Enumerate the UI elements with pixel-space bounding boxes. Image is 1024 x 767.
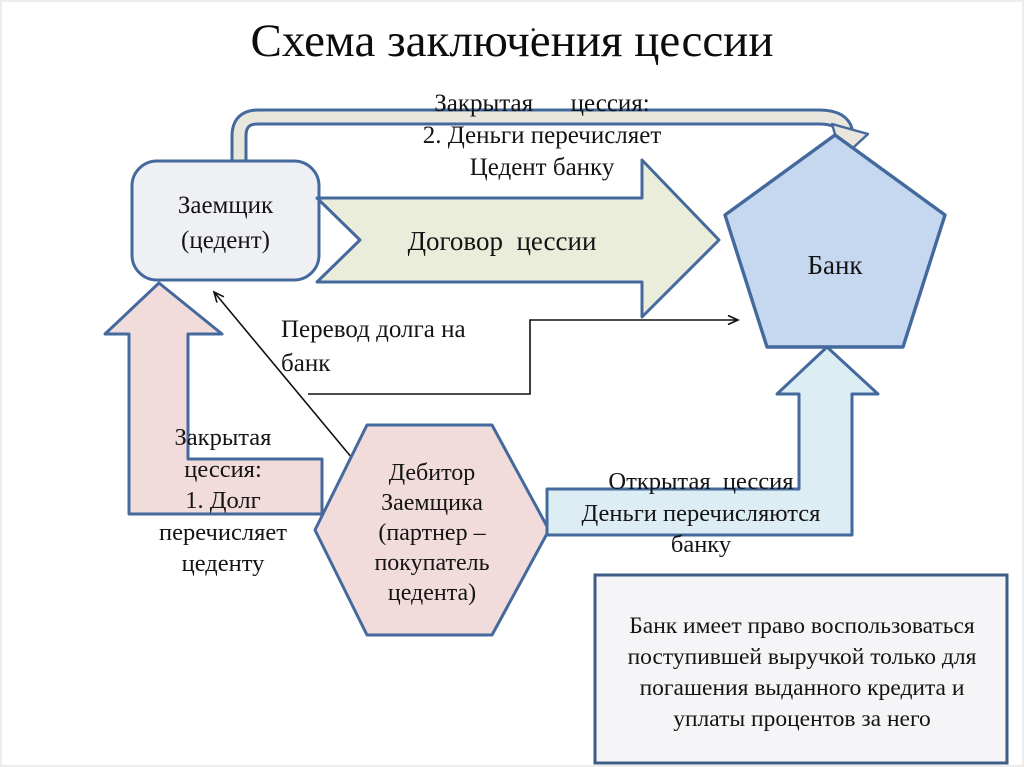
open-cession-label: Открытая цессия Деньги перечисляются бан…: [581, 468, 821, 558]
bank-node-label: Банк: [807, 250, 863, 280]
closed-cession-step2-label: Закрытая цессия: 2. Деньги перечисляет Ц…: [422, 90, 662, 181]
debtor-node-label: Дебитор Заемщика (партнер – покупатель ц…: [374, 460, 490, 606]
bank-pentagon-shape: [723, 133, 947, 349]
stray-period-text: .: [530, 8, 537, 37]
closed-cession-step1-label: Закрытая цессия: 1. Долг перечисляет цед…: [159, 424, 287, 577]
debt-transfer-connector: [308, 314, 740, 395]
note-box-shape: [593, 573, 1009, 765]
borrower-node-label: Заемщик (цедент): [177, 192, 274, 254]
cession-contract-label: Договор цессии: [407, 226, 597, 256]
debtor-to-borrower-connector: [212, 290, 353, 459]
debtor-hexagon-shape: [313, 423, 551, 637]
open-cession-payment-arrow: [545, 345, 880, 537]
bank-rights-note-label: Банк имеет право воспользоваться поступи…: [627, 613, 977, 732]
closed-cession-payment-arrow: [103, 281, 324, 516]
cession-contract-arrow: [315, 158, 721, 319]
borrower-box-shape: [130, 159, 321, 282]
page-title: Схема заключения цессии: [250, 15, 774, 67]
debt-transfer-label: Перевод долга на банк: [281, 316, 466, 377]
